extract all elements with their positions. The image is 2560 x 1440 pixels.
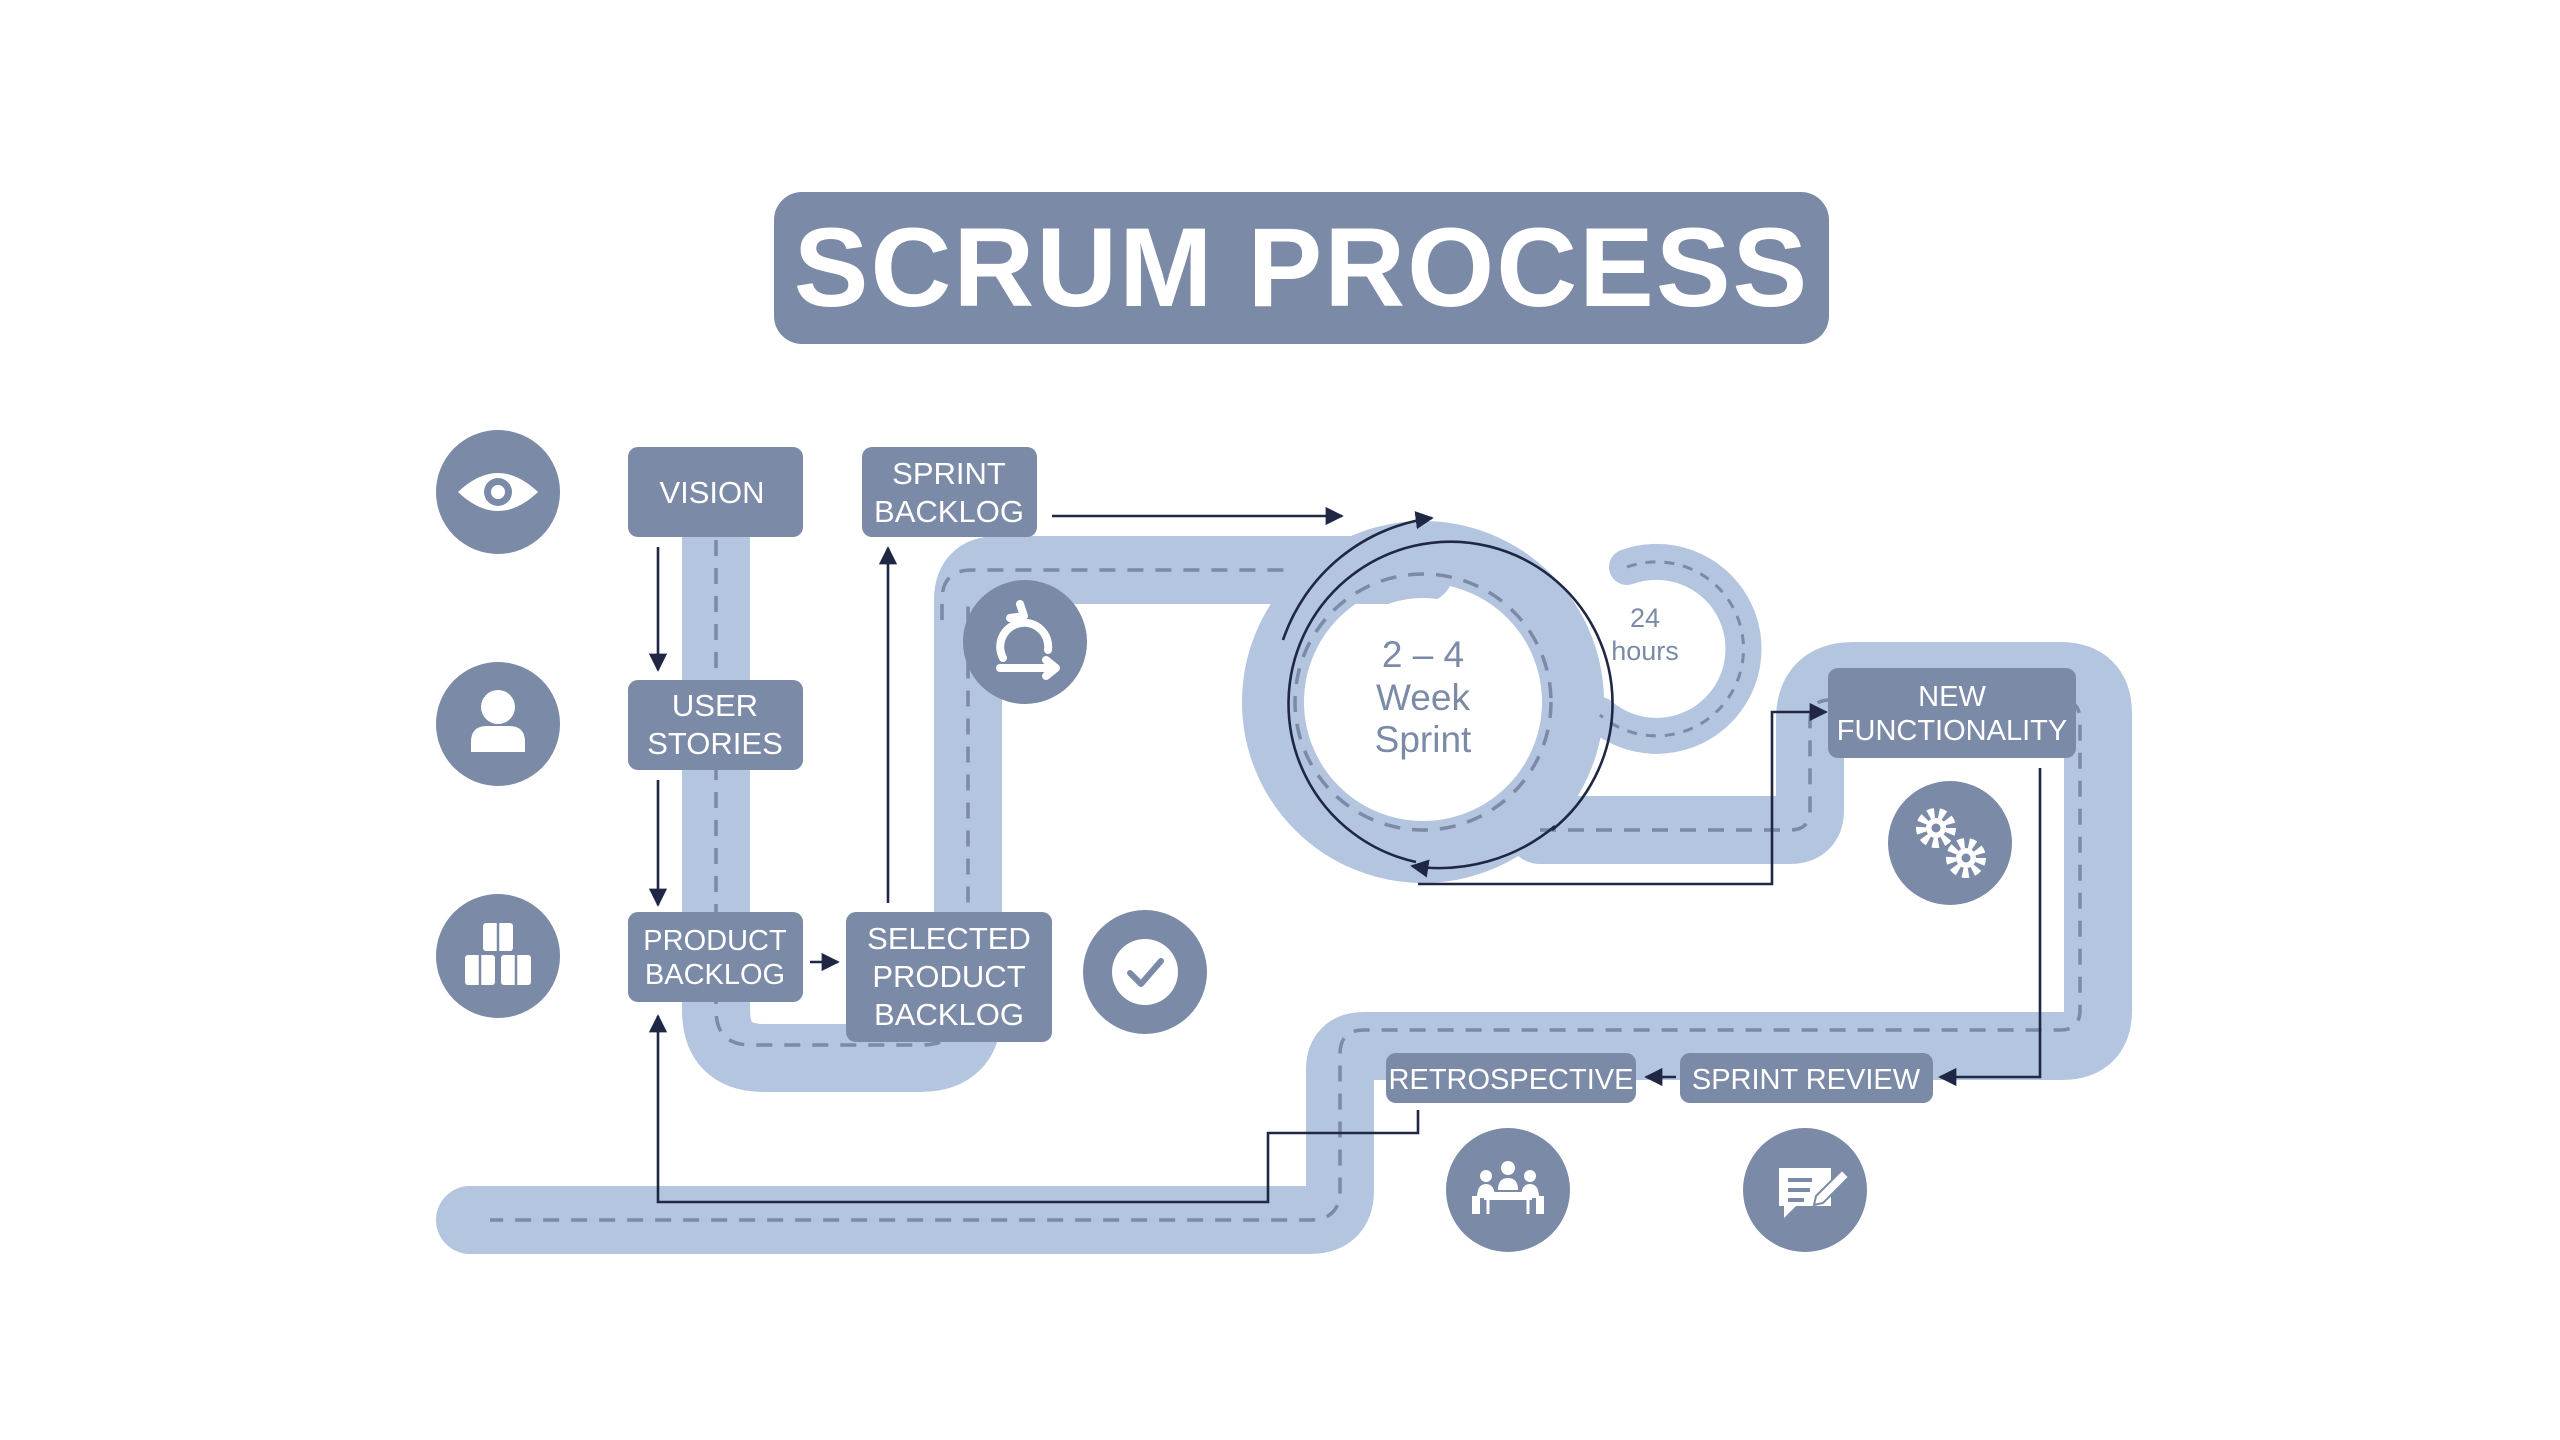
road-sprint-ring: [1242, 521, 1604, 883]
arrow-new-to-review: [1938, 768, 2042, 1087]
road-dash-ring: [1293, 572, 1553, 832]
road-dash-daily: [1599, 560, 1745, 738]
sprint-cycle-icon-circle: [963, 580, 1087, 704]
product-backlog-line1: PRODUCT: [643, 925, 787, 957]
review-note-icon: [1779, 1168, 1851, 1218]
arrow-cycle-outer: [1287, 540, 1614, 864]
selected-product-backlog-box: SELECTED PRODUCT BACKLOG: [846, 912, 1052, 1042]
retrospective-label: RETROSPECTIVE: [1389, 1064, 1634, 1096]
vision-box: VISION: [628, 447, 803, 537]
product-backlog-box: PRODUCT BACKLOG: [628, 912, 803, 1002]
user-icon: [471, 690, 525, 752]
sprint-review-label: SPRINT REVIEW: [1692, 1064, 1921, 1096]
new-functionality-line1: NEW: [1918, 681, 1986, 713]
road-dash-top: [940, 568, 1290, 620]
meeting-icon: [1472, 1161, 1544, 1214]
sprint-label: Sprint: [1375, 719, 1472, 760]
sprint-backlog-line2: BACKLOG: [874, 494, 1024, 529]
flow-arrows: [648, 506, 2042, 1204]
page-title: SCRUM PROCESS: [793, 205, 1810, 330]
new-functionality-icon-circle: [1888, 781, 2012, 905]
user-stories-icon-circle: [436, 662, 560, 786]
sprint-backlog-box: SPRINT BACKLOG: [862, 447, 1037, 537]
title-banner: SCRUM PROCESS: [774, 192, 1829, 344]
cubes-icon: [465, 923, 531, 985]
sprint-duration: 2 – 4: [1382, 634, 1464, 675]
arrow-cycle-top: [1281, 511, 1434, 641]
selected-line3: BACKLOG: [874, 997, 1024, 1032]
sprint-review-icon-circle: [1743, 1128, 1867, 1252]
user-stories-line1: USER: [672, 688, 758, 723]
arrow-sprint-to-new: [1418, 702, 1828, 886]
product-backlog-line2: BACKLOG: [645, 959, 785, 991]
selected-backlog-icon-circle: [1083, 910, 1207, 1034]
road-left-loop: [682, 506, 1454, 1092]
checkmark-icon: [1112, 939, 1178, 1005]
road-dash-left: [714, 540, 970, 1047]
sprint-backlog-line1: SPRINT: [892, 456, 1006, 491]
selected-line1: SELECTED: [867, 921, 1031, 956]
daily-unit: hours: [1611, 636, 1679, 666]
user-stories-box: USER STORIES: [628, 680, 803, 770]
road: [436, 506, 2132, 1254]
new-functionality-box: NEW FUNCTIONALITY: [1828, 668, 2076, 758]
daily-cycle: 24 hours: [1611, 603, 1679, 666]
selected-line2: PRODUCT: [872, 959, 1025, 994]
daily-number: 24: [1630, 603, 1660, 633]
new-functionality-line2: FUNCTIONALITY: [1837, 715, 2067, 747]
vision-icon-circle: [436, 430, 560, 554]
sprint-center: 2 – 4 Week Sprint: [1319, 598, 1527, 806]
product-backlog-icon-circle: [436, 894, 560, 1018]
user-stories-line2: STORIES: [647, 726, 783, 761]
sprint-week: Week: [1376, 677, 1470, 718]
arrow-retro-to-backlog: [648, 1014, 1420, 1204]
eye-icon: [458, 473, 538, 511]
sprint-review-box: SPRINT REVIEW: [1680, 1053, 1933, 1103]
vision-label: VISION: [659, 475, 764, 510]
retrospective-box: RETROSPECTIVE: [1386, 1053, 1636, 1103]
arrow-cycle-bottom: [1410, 825, 1556, 878]
cycle-arrow-icon: [996, 600, 1060, 680]
retrospective-icon-circle: [1446, 1128, 1570, 1252]
gears-icon: [1916, 808, 1986, 878]
